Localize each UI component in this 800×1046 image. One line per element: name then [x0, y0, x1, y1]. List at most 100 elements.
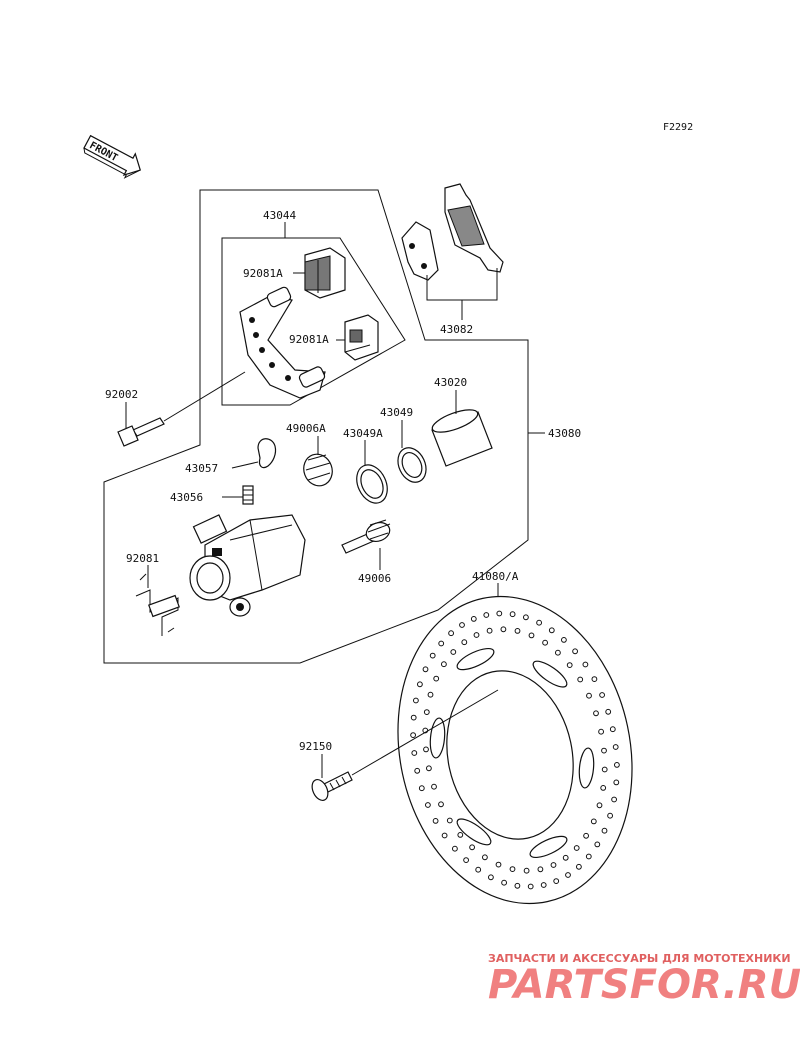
caliper-body: [189, 514, 306, 617]
disc-hole: [486, 627, 493, 634]
disc-hole: [441, 661, 447, 668]
disc-hole: [452, 845, 458, 852]
disc-hole: [566, 662, 573, 668]
disc-hole: [438, 801, 444, 808]
disc-hole: [523, 614, 529, 621]
disc-hole: [463, 857, 470, 863]
caliper-bracket: [239, 286, 326, 399]
disc-hole: [469, 844, 476, 851]
disc-hole: [596, 802, 603, 809]
brake-pads: [401, 183, 504, 281]
disc-slot: [529, 835, 568, 859]
disc-hole: [553, 878, 560, 884]
disc-hole: [431, 783, 437, 790]
disc-hole: [417, 681, 423, 688]
pad-clip-lower: [344, 314, 379, 361]
disc-hole: [573, 845, 580, 851]
disc-hole: [577, 676, 584, 683]
disc-hole: [613, 779, 620, 786]
disc-hole: [470, 616, 477, 622]
disc-hole: [411, 750, 418, 756]
pad-clip-upper: [304, 247, 346, 299]
disc-hole: [461, 639, 468, 646]
disc-hole: [500, 626, 507, 633]
label-92081A-lower: 92081A: [289, 333, 329, 346]
label-43080: 43080: [548, 427, 581, 440]
piston-seal: [356, 464, 388, 504]
disc-hole: [542, 639, 548, 646]
disc-slot: [456, 818, 492, 846]
caliper-bolt: [117, 417, 165, 447]
disc-hole: [418, 785, 425, 792]
disc-hole: [527, 883, 534, 890]
disc-hole: [432, 818, 439, 824]
bracket-outline: [221, 237, 406, 406]
disc-hole: [483, 612, 490, 618]
disc-hole: [593, 710, 599, 717]
disc-hole: [562, 854, 569, 861]
bleeder-cap: [257, 438, 277, 469]
label-41080A: 41080/A: [472, 570, 519, 583]
disc-hole: [612, 744, 619, 750]
disc-hole: [448, 630, 455, 637]
disc-hole: [590, 818, 597, 825]
disc-hole: [598, 728, 604, 735]
disc-hole: [488, 874, 494, 881]
disc-hole: [600, 785, 607, 791]
label-43049: 43049: [380, 406, 413, 419]
boot: [303, 453, 333, 487]
disc-hole: [475, 866, 482, 873]
disc-hole: [591, 676, 598, 682]
disc-hole: [536, 619, 542, 626]
disc-hole: [611, 796, 617, 803]
label-49006: 49006: [358, 572, 391, 585]
disc-hole: [509, 866, 516, 872]
diagram-code: F2292: [663, 122, 693, 133]
disc-hole: [410, 714, 417, 721]
disc-hole: [459, 622, 465, 628]
disc-hole: [438, 640, 445, 647]
label-43020: 43020: [434, 376, 467, 389]
disc-hole: [473, 632, 480, 638]
disc-hole: [446, 817, 453, 824]
disc-hole: [423, 746, 429, 753]
disc-hole: [561, 637, 567, 643]
disc-hole: [601, 766, 608, 773]
disc-hole: [537, 866, 544, 873]
disc-hole: [582, 661, 589, 668]
disc-hole: [496, 610, 503, 617]
disc-slot: [429, 717, 446, 759]
disc-hole: [523, 867, 530, 874]
front-arrow-icon: FRONT: [83, 134, 142, 179]
disc-hole: [482, 854, 488, 861]
label-92081A-upper: 92081A: [243, 267, 283, 280]
disc-hole: [425, 802, 431, 808]
disc-hole: [427, 691, 434, 698]
disc-hole: [594, 841, 601, 848]
disc-hole: [514, 882, 521, 889]
disc-hole: [601, 747, 607, 754]
disc-hole: [509, 611, 516, 618]
disc-hole: [609, 726, 616, 733]
caliper-assy-outline: [103, 189, 529, 664]
disc-bolt: [311, 771, 353, 801]
disc-hole: [414, 767, 421, 774]
disc-hole: [601, 827, 608, 834]
disc-hole: [550, 862, 557, 868]
disc-hole: [548, 627, 555, 634]
disc-slot: [532, 660, 568, 688]
disc-hole: [457, 832, 464, 838]
disc-hole: [528, 632, 535, 639]
disc-hole: [429, 652, 436, 659]
disc-hole: [514, 628, 521, 634]
disc-hole: [585, 853, 592, 860]
brake-disc: [397, 595, 633, 905]
disc-hole: [586, 692, 592, 699]
piston: [431, 409, 493, 467]
label-92081: 92081: [126, 552, 159, 565]
disc-hole: [540, 882, 547, 888]
disc-hole: [422, 666, 429, 673]
disc-slot: [456, 647, 495, 671]
label-43057: 43057: [185, 462, 218, 475]
